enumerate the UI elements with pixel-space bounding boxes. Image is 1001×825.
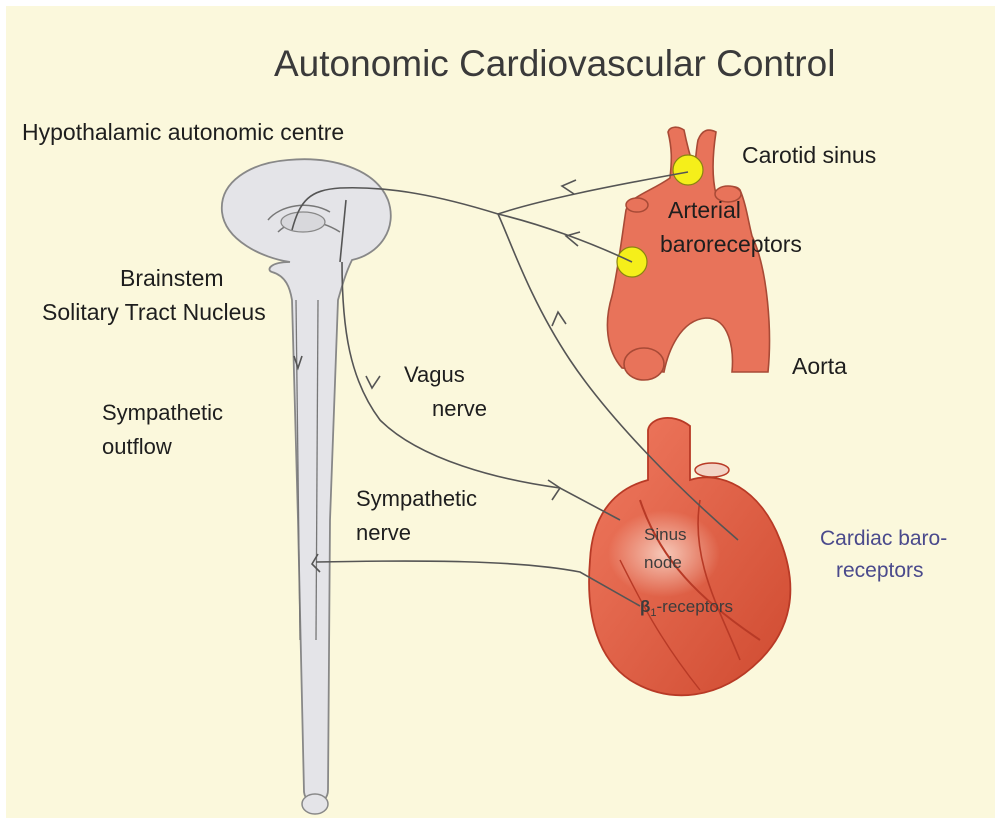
aorta-branch-end <box>626 198 648 212</box>
label-sinus-1: Sinus <box>644 525 687 544</box>
label-cardiac-2: receptors <box>836 559 924 582</box>
label-vagus-1: Vagus <box>404 362 465 387</box>
label-vagus-2: nerve <box>432 396 487 421</box>
label-symp-outflow-1: Sympathetic <box>102 400 223 425</box>
beta-rest: -receptors <box>657 597 734 616</box>
label-symp-outflow-2: outflow <box>102 434 172 459</box>
label-arterial-2: baroreceptors <box>660 231 802 257</box>
beta-symbol: β <box>640 597 650 616</box>
carotid-baroreceptor-dot <box>673 155 703 185</box>
diagram-title: Autonomic Cardiovascular Control <box>274 43 835 84</box>
label-aorta: Aorta <box>792 353 847 379</box>
label-carotid-sinus: Carotid sinus <box>742 142 876 168</box>
label-symp-nerve-1: Sympathetic <box>356 486 477 511</box>
label-cardiac-1: Cardiac baro- <box>820 527 947 550</box>
label-arterial-1: Arterial <box>668 197 741 223</box>
heart-vessel-opening <box>695 463 729 477</box>
label-sinus-2: node <box>644 553 682 572</box>
cord-end <box>302 794 328 814</box>
label-brainstem-1: Brainstem <box>120 265 224 291</box>
label-hypothalamic: Hypothalamic autonomic centre <box>22 119 344 145</box>
brain-ventricle <box>281 212 325 232</box>
aorta-descending-end <box>624 348 664 380</box>
label-brainstem-2: Solitary Tract Nucleus <box>42 299 266 325</box>
label-symp-nerve-2: nerve <box>356 520 411 545</box>
